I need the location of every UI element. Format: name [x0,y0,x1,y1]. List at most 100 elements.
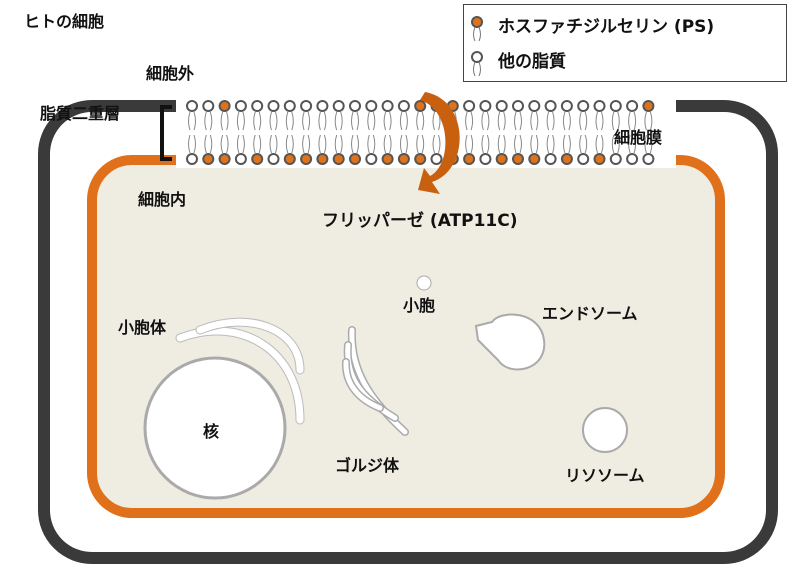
lipid-head [283,100,296,112]
lipid-head [463,100,476,112]
label-flippase: フリッパーゼ (ATP11C) [322,211,518,231]
legend: ホスファチジルセリン (PS) 他の脂質 [463,4,787,82]
lipid-head [234,153,247,165]
label-membrane: 細胞膜 [614,128,663,147]
lipid-head [642,153,655,165]
ps-lipid-head [283,153,296,165]
lipid-head [544,100,557,112]
lipid-head [332,100,345,112]
ps-lipid-head [414,153,427,165]
lipid-head [186,100,198,112]
ps-lipid-head [316,153,329,165]
ps-lipid-head [528,153,541,165]
golgi-icon [341,326,409,436]
label-vesicle: 小胞 [403,296,436,315]
ps-lipid-icon [471,16,483,42]
lipid-head [479,100,492,112]
lipid-head [560,100,573,112]
vesicle-icon [416,275,432,291]
lipid-head [430,153,443,165]
lipid-tails [579,111,588,154]
lipid-head [234,100,247,112]
lipid-tails [530,111,539,154]
lipid-tails [204,111,213,154]
lipid-head [626,153,639,165]
lipid-tails [595,111,604,154]
lipid-head [544,153,557,165]
lipid-tails [644,111,653,154]
endosome-icon [474,313,546,371]
lipid-tails [611,111,620,154]
ps-lipid-head [349,153,361,165]
lipid-head [609,153,622,165]
ps-lipid-head [300,153,313,165]
lipid-tails [546,111,555,154]
lipid-head [626,100,639,112]
bilayer-bracket [160,105,172,161]
label-inside: 細胞内 [138,190,187,209]
ps-lipid-head [414,100,427,112]
label-bilayer: 脂質二重層 [40,104,121,123]
legend-other: 他の脂質 [498,52,566,72]
lipid-head [577,153,590,165]
lipid-head [495,100,508,112]
lipid-head [365,100,378,112]
ps-lipid-head [593,153,606,165]
lipid-head [381,100,394,112]
ps-lipid-head [381,153,394,165]
label-nucleus: 核 [203,422,220,441]
ps-lipid-head [218,153,231,165]
label-golgi: ゴルジ体 [335,456,400,475]
other-lipid-icon [471,51,483,77]
lipid-head [300,100,313,112]
legend-icons [471,16,483,77]
lipid-tails [399,111,408,154]
lipid-tails [318,111,327,154]
lipid-tails [465,111,474,154]
lipid-tails [302,111,311,154]
ps-lipid-head [218,100,231,112]
lipid-head [251,100,264,112]
ps-lipid-head [642,100,655,112]
legend-ps: ホスファチジルセリン (PS) [498,17,715,37]
lipid-head [512,100,524,112]
lipid-tails [628,111,637,154]
label-outside: 細胞外 [146,64,195,83]
lipid-tails [220,111,229,154]
lipid-head [365,153,378,165]
lipid-tails [269,111,278,154]
lipid-tails [416,111,425,154]
lipid-head [267,153,280,165]
flippase-arrow [418,92,460,194]
lipid-tails [351,111,359,154]
lipid-tails [334,111,343,154]
ps-lipid-head [251,153,264,165]
lipid-head [577,100,590,112]
lipid-head [349,100,361,112]
label-lysosome: リソソーム [565,466,645,485]
lipid-head [316,100,329,112]
lipid-head [267,100,280,112]
lipid-tails [236,111,245,154]
lipid-tails [562,111,571,154]
ps-lipid-head [397,153,410,165]
ps-lipid-head [560,153,573,165]
lipid-head [609,100,622,112]
lipid-head [479,153,492,165]
lipid-head [186,153,198,165]
lipid-tails [188,111,196,154]
ps-lipid-head [463,153,476,165]
lipid-tails [514,111,522,154]
lipid-tails [367,111,376,154]
lipid-head [202,100,215,112]
ps-lipid-head [202,153,215,165]
lipid-tails [253,111,262,154]
label-er: 小胞体 [118,318,167,337]
lipid-tails [285,111,294,154]
lipid-tails [383,111,392,154]
label-endosome: エンドソーム [542,304,638,323]
lipid-tails [481,111,490,154]
lipid-head [397,100,410,112]
